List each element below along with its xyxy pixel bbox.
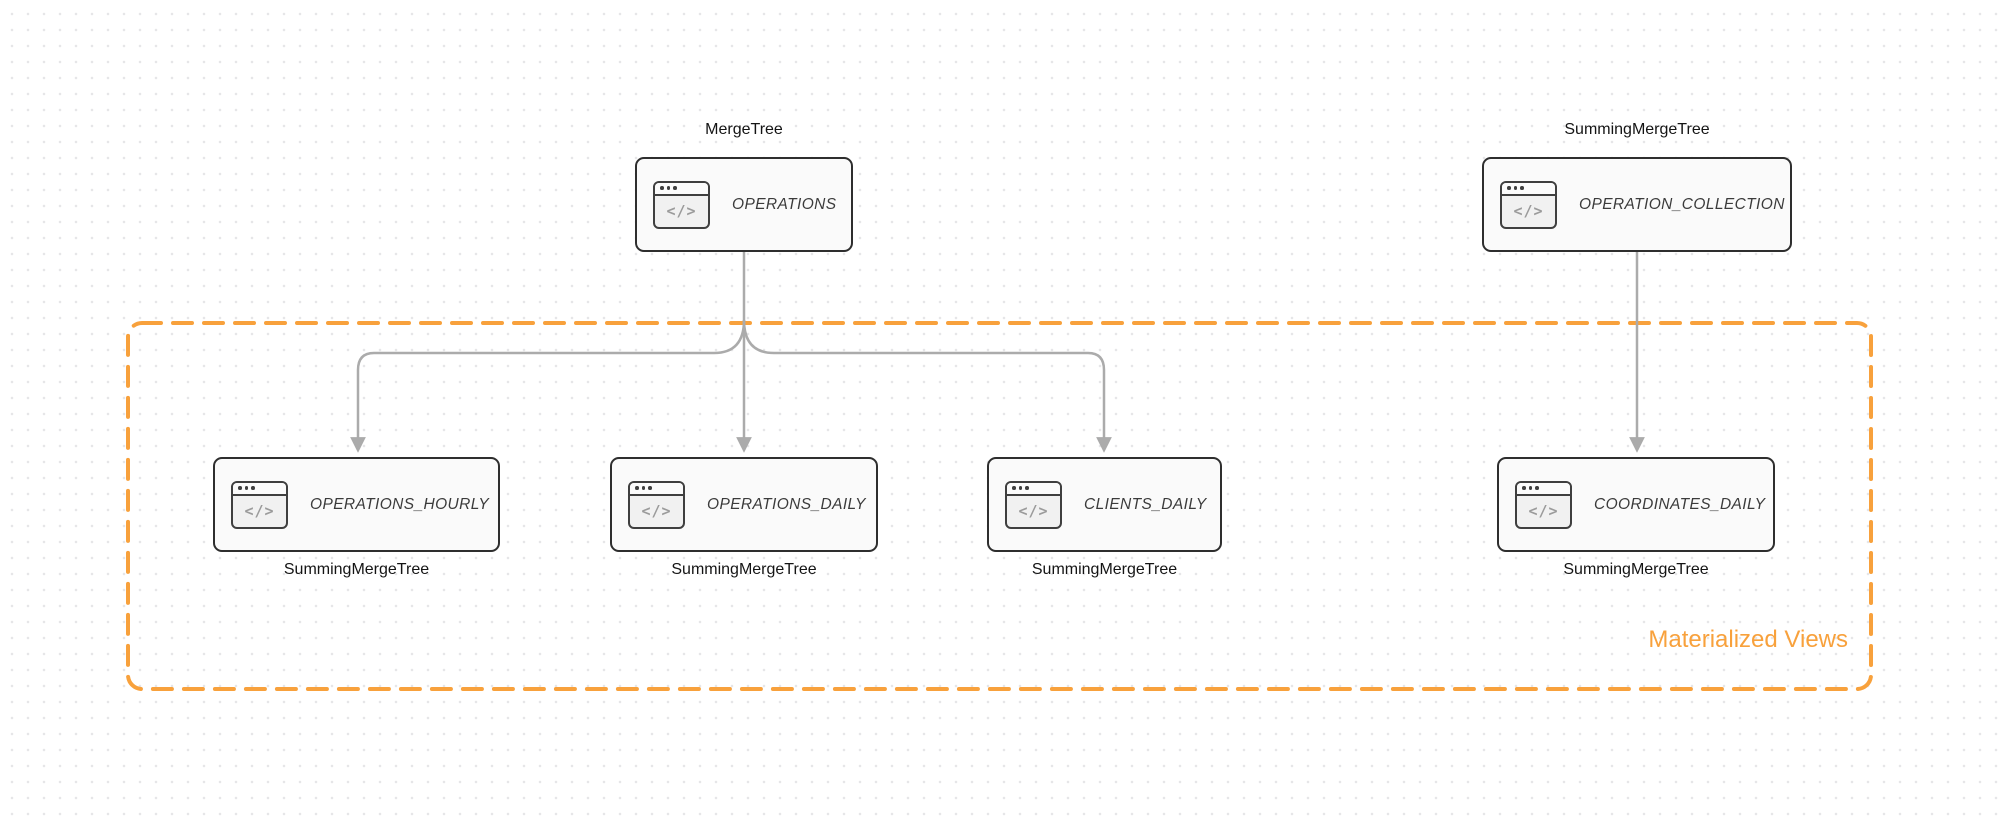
code-glyph: </> — [1018, 502, 1049, 520]
edge-operations-to-operations-hourly — [358, 319, 746, 450]
window-dot — [1522, 486, 1526, 490]
engine-caption-operations-daily: SummingMergeTree — [671, 561, 817, 578]
materialized-views-label: Materialized Views — [1648, 626, 1848, 653]
edge-operations-to-clients-daily — [742, 319, 1104, 450]
window-dot — [1025, 486, 1029, 490]
code-window-icon: </> — [1005, 480, 1062, 529]
node-title: OPERATIONS — [732, 195, 837, 213]
window-dot — [1012, 486, 1016, 490]
window-dot — [1528, 486, 1532, 490]
node-coordinates-daily[interactable]: </> COORDINATES_DAILY — [1497, 457, 1775, 552]
code-glyph: </> — [1513, 202, 1544, 220]
window-dot — [1520, 186, 1524, 190]
window-titlebar — [1517, 482, 1570, 496]
code-glyph: </> — [641, 502, 672, 520]
node-operation-collection[interactable]: </> OPERATION_COLLECTION — [1482, 157, 1792, 252]
node-clients-daily[interactable]: </> CLIENTS_DAILY — [987, 457, 1222, 552]
window-titlebar — [1007, 482, 1060, 496]
code-window-icon: </> — [1515, 480, 1572, 529]
window-dot — [1018, 486, 1022, 490]
engine-caption-coordinates-daily: SummingMergeTree — [1563, 561, 1709, 578]
window-dot — [244, 486, 248, 490]
window-dot — [673, 186, 677, 190]
node-title: OPERATIONS_DAILY — [707, 495, 866, 513]
window-dot — [648, 486, 652, 490]
window-dot — [1535, 486, 1539, 490]
node-operations[interactable]: </> OPERATIONS — [635, 157, 853, 252]
node-operations-hourly[interactable]: </> OPERATIONS_HOURLY — [213, 457, 500, 552]
node-title: COORDINATES_DAILY — [1594, 495, 1766, 513]
code-window-icon: </> — [628, 480, 685, 529]
engine-caption-clients-daily: SummingMergeTree — [1031, 561, 1178, 578]
node-title: OPERATION_COLLECTION — [1579, 195, 1785, 213]
code-window-icon: </> — [1500, 180, 1557, 229]
window-dot — [251, 486, 255, 490]
engine-caption-operations-hourly: SummingMergeTree — [283, 561, 430, 578]
code-glyph: </> — [1528, 502, 1559, 520]
window-titlebar — [655, 182, 708, 196]
window-dot — [238, 486, 242, 490]
window-dot — [635, 486, 639, 490]
engine-caption-operation-collection: SummingMergeTree — [1564, 121, 1710, 138]
code-glyph: </> — [244, 502, 275, 520]
window-titlebar — [1502, 182, 1555, 196]
node-title: CLIENTS_DAILY — [1084, 495, 1207, 513]
window-dot — [1507, 186, 1511, 190]
engine-caption-operations: MergeTree — [705, 121, 783, 138]
node-title: OPERATIONS_HOURLY — [310, 495, 490, 513]
window-dot — [666, 186, 670, 190]
code-window-icon: </> — [231, 480, 288, 529]
code-window-icon: </> — [653, 180, 710, 229]
window-dot — [641, 486, 645, 490]
window-titlebar — [630, 482, 683, 496]
code-glyph: </> — [666, 202, 697, 220]
window-dot — [1513, 186, 1517, 190]
window-dot — [660, 186, 664, 190]
window-titlebar — [233, 482, 286, 496]
node-operations-daily[interactable]: </> OPERATIONS_DAILY — [610, 457, 878, 552]
